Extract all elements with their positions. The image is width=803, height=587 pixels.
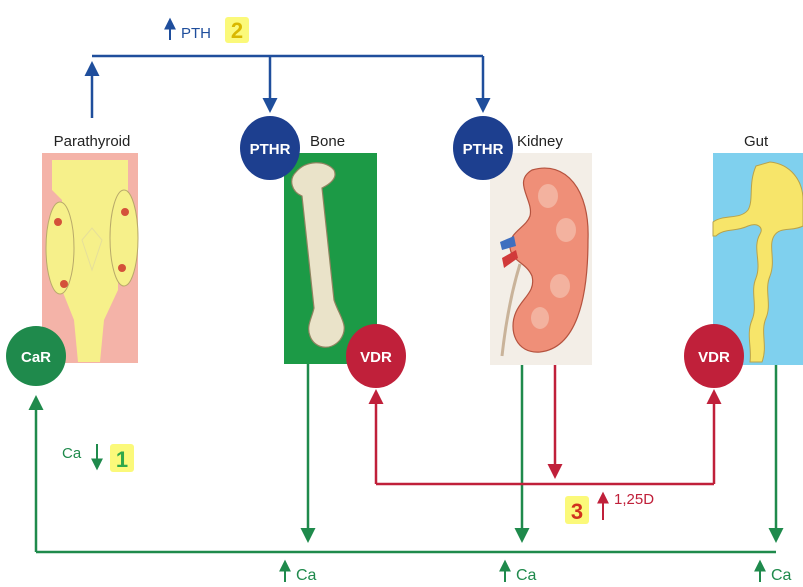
- ca-bone-label-group: Ca: [285, 562, 317, 584]
- pth-label-group: PTH 2: [170, 17, 249, 43]
- vdr-gut-label: VDR: [698, 349, 730, 366]
- ca-gut-label-group: Ca: [760, 562, 792, 584]
- vdr-bone-receptor: VDR: [346, 324, 406, 388]
- pthr-kidney-receptor: PTHR: [453, 116, 513, 180]
- pthr-bone-label: PTHR: [250, 141, 291, 158]
- organ-label-bone: Bone: [310, 133, 345, 150]
- step-3-number: 3: [571, 499, 583, 524]
- vitamin-d-pathway: [376, 365, 714, 484]
- organ-label-parathyroid: Parathyroid: [54, 133, 131, 150]
- vitd-label-group: 3 1,25D: [565, 491, 654, 524]
- pthr-bone-receptor: PTHR: [240, 116, 300, 180]
- car-label: CaR: [21, 349, 51, 366]
- ca-bone-label: Ca: [296, 567, 317, 584]
- vdr-bone-label: VDR: [360, 349, 392, 366]
- pthr-kidney-label: PTHR: [463, 141, 504, 158]
- ca-kidney-label-group: Ca: [505, 562, 537, 584]
- ca-low-label-group: Ca 1: [62, 444, 134, 472]
- ca-kidney-label: Ca: [516, 567, 537, 584]
- step-1-number: 1: [116, 447, 128, 472]
- vdr-gut-receptor: VDR: [684, 324, 744, 388]
- pth-pathway: [92, 56, 483, 118]
- parathyroid-panel: [42, 153, 138, 363]
- ca-low-label: Ca: [62, 445, 82, 462]
- organ-label-gut: Gut: [744, 133, 769, 150]
- step-2-number: 2: [231, 18, 243, 43]
- organ-label-kidney: Kidney: [517, 133, 563, 150]
- car-receptor: CaR: [6, 326, 66, 386]
- kidney-panel: [490, 153, 592, 365]
- pth-label: PTH: [181, 25, 211, 42]
- calcium-pathway: [36, 364, 776, 552]
- vitd-label: 1,25D: [614, 491, 654, 508]
- ca-gut-label: Ca: [771, 567, 792, 584]
